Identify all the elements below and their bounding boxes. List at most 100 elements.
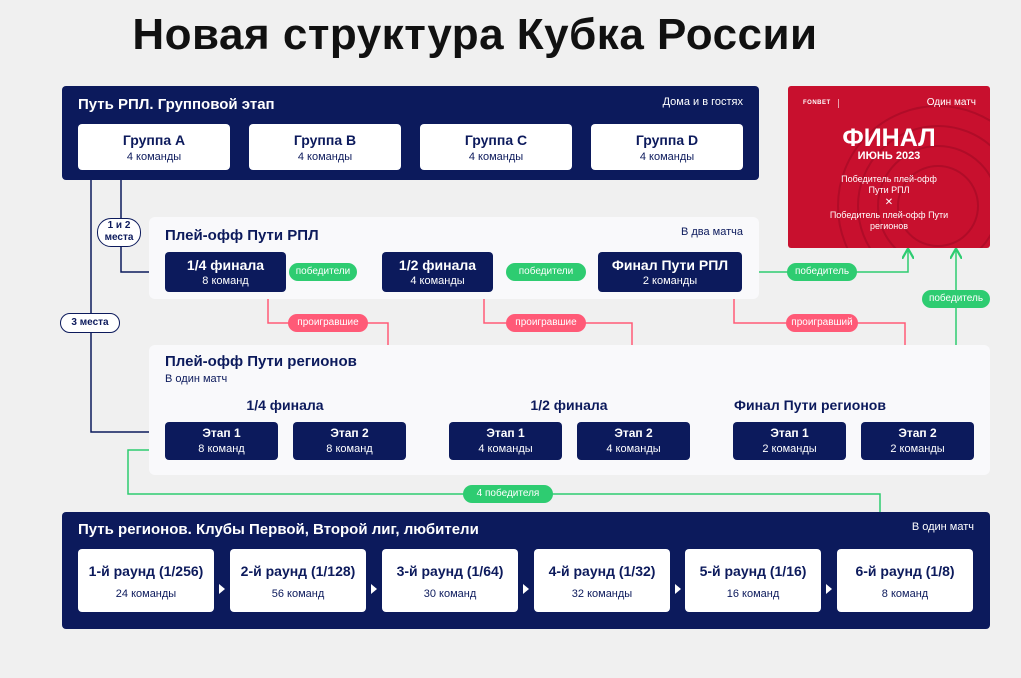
stage-name: Этап 1 xyxy=(202,426,241,440)
rpl-group-stage-panel: Путь РПЛ. Групповой этап Дома и в гостях… xyxy=(62,86,759,180)
chevron-right-icon xyxy=(675,584,681,594)
final-title: ФИНАЛ xyxy=(842,124,936,152)
stage-teams: 4 команды xyxy=(410,275,465,287)
group-c-box: Группа C 4 команды xyxy=(420,124,572,170)
stage-name: 1/4 финала xyxy=(186,257,265,273)
round-name: 3-й раунд (1/64) xyxy=(396,563,504,579)
round-4-box: 4-й раунд (1/32) 32 команды xyxy=(534,549,670,612)
stage-teams: 8 команд xyxy=(198,443,245,455)
round-name: 2-й раунд (1/128) xyxy=(240,563,356,579)
stage-name: Финал Пути РПЛ xyxy=(611,257,729,273)
round-name: 6-й раунд (1/8) xyxy=(855,563,955,579)
losers-pill-1: проигравшие xyxy=(288,314,368,332)
regions-playoff-note: В один матч xyxy=(165,373,228,385)
regions-qf-stage2-box: Этап 2 8 команд xyxy=(293,422,406,460)
stage-teams: 4 команды xyxy=(478,443,533,455)
regions-path-title: Путь регионов. Клубы Первой, Второй лиг,… xyxy=(78,521,479,538)
group-b-box: Группа B 4 команды xyxy=(249,124,401,170)
round-teams: 8 команд xyxy=(881,588,929,600)
chevron-right-icon xyxy=(371,584,377,594)
group-name: Группа A xyxy=(122,132,186,148)
regions-quarterfinal-label: 1/4 финала xyxy=(246,397,324,413)
regions-sf-stage1-box: Этап 1 4 команды xyxy=(449,422,562,460)
chevron-right-icon xyxy=(826,584,832,594)
round-name: 5-й раунд (1/16) xyxy=(699,563,807,579)
group-name: Группа B xyxy=(293,132,357,148)
final-card: FONBET Один матч ФИНАЛ ИЮНЬ 2023 Победит… xyxy=(788,86,990,248)
regions-path-note: В один матч xyxy=(911,521,974,533)
regions-path-panel: Путь регионов. Клубы Первой, Второй лиг,… xyxy=(62,512,990,629)
group-teams: 4 команды xyxy=(468,151,524,163)
stage-teams: 8 команд xyxy=(326,443,373,455)
rpl-semifinal-box: 1/2 финала 4 команды xyxy=(382,252,493,292)
final-winner-rpl: Победитель плей-офф Пути РПЛ xyxy=(841,174,937,195)
regions-playoff-panel: Плей-офф Пути регионов В один матч xyxy=(149,345,990,475)
winners-pill-2: победители xyxy=(506,263,586,281)
regions-qf-stage1-box: Этап 1 8 команд xyxy=(165,422,278,460)
regions-final-stage2-box: Этап 2 2 команды xyxy=(861,422,974,460)
four-winners-pill: 4 победителя xyxy=(463,485,553,503)
regions-final-label: Финал Пути регионов xyxy=(734,397,886,413)
stage-name: Этап 1 xyxy=(486,426,525,440)
final-winner-regions: Победитель плей-офф Пути регионов xyxy=(829,210,949,231)
places-3-pill: 3 места xyxy=(60,313,120,333)
chevron-right-icon xyxy=(219,584,225,594)
group-a-box: Группа A 4 команды xyxy=(78,124,230,170)
rpl-group-stage-note: Дома и в гостях xyxy=(662,96,743,108)
page-title: Новая структура Кубка России xyxy=(132,10,818,59)
places-1-2-line2: места xyxy=(104,232,134,243)
fonbet-logo: FONBET xyxy=(803,100,831,106)
round-name: 1-й раунд (1/256) xyxy=(88,563,204,579)
regions-sf-stage2-box: Этап 2 4 команды xyxy=(577,422,690,460)
places-1-2-line1: 1 и 2 xyxy=(107,220,131,231)
round-name: 4-й раунд (1/32) xyxy=(548,563,656,579)
round-3-box: 3-й раунд (1/64) 30 команд xyxy=(382,549,518,612)
rpl-playoff-note: В два матча xyxy=(680,226,743,238)
stage-name: Этап 1 xyxy=(770,426,809,440)
final-cross-icon: ✕ xyxy=(884,197,894,208)
group-teams: 4 команды xyxy=(126,151,182,163)
rpl-group-stage-title: Путь РПЛ. Групповой этап xyxy=(78,96,275,113)
round-teams: 24 команды xyxy=(115,588,177,600)
round-6-box: 6-й раунд (1/8) 8 команд xyxy=(837,549,973,612)
stage-teams: 2 команды xyxy=(762,443,817,455)
round-1-box: 1-й раунд (1/256) 24 команды xyxy=(78,549,214,612)
round-teams: 56 команд xyxy=(271,588,325,600)
stage-name: Этап 2 xyxy=(898,426,937,440)
stage-teams: 2 команды xyxy=(890,443,945,455)
cup-logo xyxy=(838,99,861,108)
round-5-box: 5-й раунд (1/16) 16 команд xyxy=(685,549,821,612)
stage-teams: 4 команды xyxy=(606,443,661,455)
round-teams: 32 команды xyxy=(571,588,633,600)
winner-regions-final-pill: победитель xyxy=(922,290,990,308)
rpl-quarterfinal-box: 1/4 финала 8 команд xyxy=(165,252,286,292)
stage-name: Этап 2 xyxy=(330,426,369,440)
group-teams: 4 команды xyxy=(639,151,695,163)
final-texture xyxy=(837,105,990,248)
group-d-box: Группа D 4 команды xyxy=(591,124,743,170)
regions-playoff-title: Плей-офф Пути регионов xyxy=(165,353,357,370)
stage-name: Этап 2 xyxy=(614,426,653,440)
stage-name: 1/2 финала xyxy=(398,257,477,273)
line-3-places xyxy=(90,180,164,432)
chevron-right-icon xyxy=(523,584,529,594)
final-note: Один матч xyxy=(926,97,976,108)
stage-teams: 8 команд xyxy=(202,275,249,287)
rpl-final-box: Финал Пути РПЛ 2 команды xyxy=(598,252,742,292)
winners-pill-1: победители xyxy=(289,263,357,281)
loser-pill-3: проигравший xyxy=(786,314,858,332)
round-teams: 16 команд xyxy=(726,588,780,600)
stage-teams: 2 команды xyxy=(642,275,698,287)
places-1-2-pill: 1 и 2 места xyxy=(97,218,141,247)
final-date: ИЮНЬ 2023 xyxy=(857,150,921,162)
losers-pill-2: проигравшие xyxy=(506,314,586,332)
rpl-playoff-title: Плей-офф Пути РПЛ xyxy=(165,227,319,244)
regions-final-stage1-box: Этап 1 2 команды xyxy=(733,422,846,460)
group-teams: 4 команды xyxy=(297,151,353,163)
regions-semifinal-label: 1/2 финала xyxy=(530,397,608,413)
round-teams: 30 команд xyxy=(423,588,477,600)
group-name: Группа D xyxy=(635,132,699,148)
group-name: Группа C xyxy=(464,132,528,148)
winner-rpl-final-pill: победитель xyxy=(787,263,857,281)
round-2-box: 2-й раунд (1/128) 56 команд xyxy=(230,549,366,612)
